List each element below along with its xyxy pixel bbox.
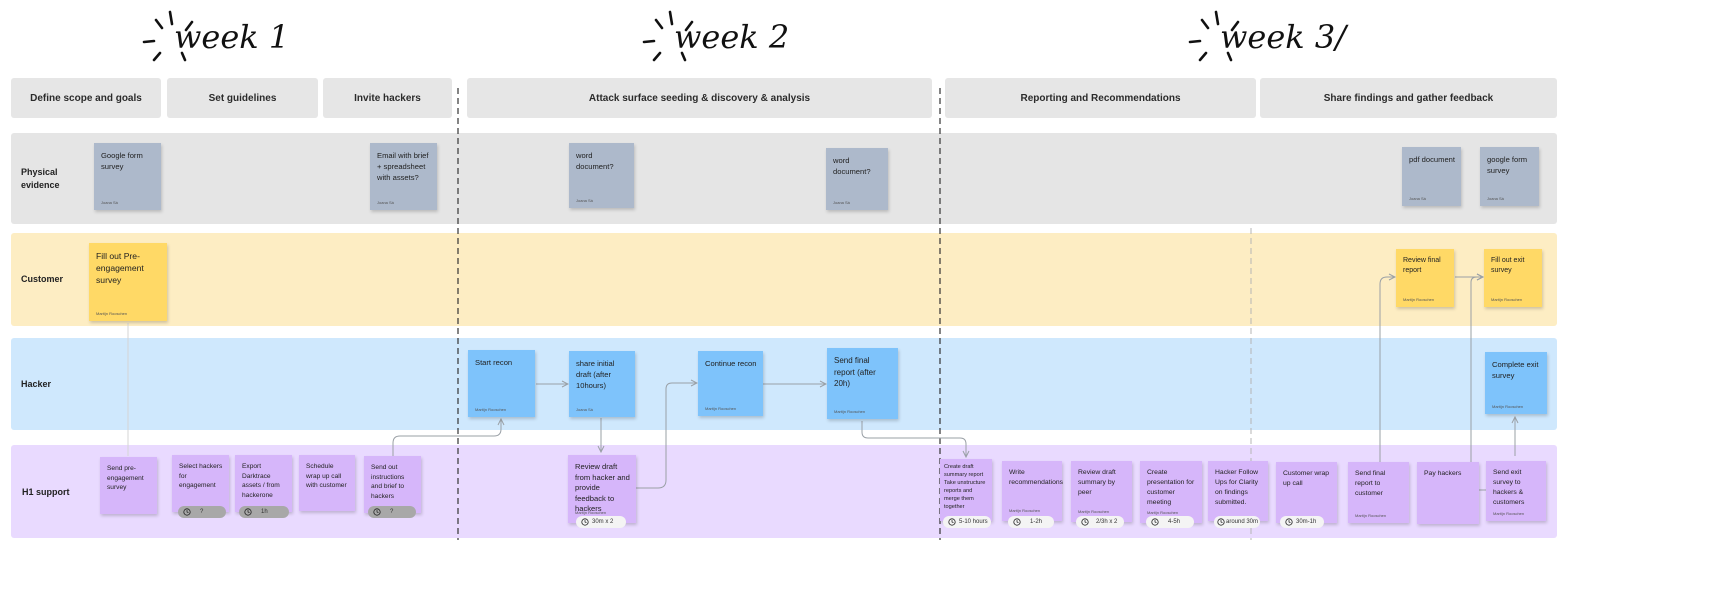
lane-label-hacker: Hacker (21, 379, 52, 389)
lane-physical-evidence (11, 133, 1557, 224)
sparkle-icon (642, 10, 694, 62)
time-badge: 30m x 2 (576, 516, 626, 528)
clock-icon (1217, 518, 1225, 526)
time-badge: 5-10 hours (943, 516, 991, 528)
note-select-hackers[interactable]: Select hackers for engagement (172, 455, 229, 512)
clock-icon (244, 508, 252, 516)
note-fill-out-pre-engagement[interactable]: Fill out Pre-engagement survey Martijn R… (89, 243, 167, 321)
note-send-final-report[interactable]: Send final report (after 20h) Martijn Ro… (827, 348, 898, 419)
clock-icon (1151, 518, 1159, 526)
time-badge: 1-2h (1008, 516, 1054, 528)
phase-define-scope: Define scope and goals (11, 78, 161, 118)
phase-attack-surface: Attack surface seeding & discovery & ana… (467, 78, 932, 118)
note-customer-wrap-up-call[interactable]: Customer wrap up call (1276, 462, 1337, 523)
time-badge: 1h (239, 506, 289, 518)
note-pdf-document[interactable]: pdf document Joana Sá (1402, 147, 1461, 206)
phase-set-guidelines: Set guidelines (167, 78, 318, 118)
note-export-darktrace[interactable]: Export Darktrace assets / from hackerone (235, 455, 292, 512)
lane-label-support: H1 support (22, 487, 70, 497)
note-review-final-report[interactable]: Review final report Martijn Rooschen (1396, 249, 1454, 307)
week-3-title: week 3/ (1220, 18, 1346, 56)
sparkle-icon (1188, 10, 1240, 62)
time-badge: 4-5h (1146, 516, 1194, 528)
note-fill-out-exit-survey[interactable]: Fill out exit survey Martijn Rooschen (1484, 249, 1542, 307)
note-email-brief[interactable]: Email with brief + spreadsheet with asse… (370, 143, 437, 210)
note-complete-exit-survey[interactable]: Complete exit survey Martijn Rooschen (1485, 352, 1547, 414)
lane-customer (11, 233, 1557, 326)
note-google-form-survey-exit[interactable]: google form survey Joana Sá (1480, 147, 1539, 206)
note-review-draft-summary[interactable]: Review draft summary by peer Martijn Roo… (1071, 461, 1132, 522)
clock-icon (183, 508, 191, 516)
note-google-form-survey[interactable]: Google form survey Joana Sá (94, 143, 161, 210)
note-continue-recon[interactable]: Continue recon Martijn Rooschen (698, 351, 763, 416)
time-badge: 2/3h x 2 (1076, 516, 1124, 528)
note-send-pre-engagement-survey[interactable]: Send pre-engagement survey (100, 457, 157, 514)
note-word-document-1[interactable]: word document? Joana Sá (569, 143, 634, 208)
note-send-final-report-to-customer[interactable]: Send final report to customer Martijn Ro… (1348, 462, 1409, 523)
time-badge: 30m-1h (1280, 516, 1324, 528)
clock-icon (1013, 518, 1021, 526)
lane-label-customer: Customer (21, 274, 64, 284)
clock-icon (1285, 518, 1293, 526)
lane-label-physical: Physical evidence (21, 167, 60, 190)
time-badge: ? (178, 506, 226, 518)
clock-icon (1081, 518, 1089, 526)
note-pay-hackers[interactable]: Pay hackers (1417, 462, 1479, 524)
note-schedule-wrap-up[interactable]: Schedule wrap up call with customer (299, 455, 355, 511)
clock-icon (581, 518, 589, 526)
phase-share-findings: Share findings and gather feedback (1260, 78, 1557, 118)
phase-reporting: Reporting and Recommendations (945, 78, 1256, 118)
note-create-draft-summary[interactable]: Create draft summary report Take unstruc… (940, 459, 992, 521)
note-send-out-instructions[interactable]: Send out instructions and brief to hacke… (364, 456, 421, 513)
note-hacker-follow-ups[interactable]: Hacker Follow Ups for Clarity on finding… (1208, 461, 1268, 521)
week-1-title: week 1 (174, 18, 290, 56)
note-start-recon[interactable]: Start recon Martijn Rooschen (468, 350, 535, 417)
note-word-document-2[interactable]: word document? Joana Sá (826, 148, 888, 210)
note-create-presentation[interactable]: Create presentation for customer meeting… (1140, 461, 1202, 523)
clock-icon (948, 518, 956, 526)
time-badge: around 30m (1214, 516, 1260, 528)
phase-invite-hackers: Invite hackers (323, 78, 452, 118)
clock-icon (373, 508, 381, 516)
note-send-exit-survey[interactable]: Send exit survey to hackers & customers … (1486, 461, 1546, 521)
note-share-initial-draft[interactable]: share initial draft (after 10hours) Joan… (569, 351, 635, 417)
note-review-draft-from-hacker[interactable]: Review draft from hacker and provide fee… (568, 455, 636, 523)
note-write-recommendations[interactable]: Write recommendations Martijn Rooschen (1002, 461, 1063, 521)
time-badge: ? (368, 506, 416, 518)
week-2-title: week 2 (674, 18, 790, 56)
sparkle-icon (142, 10, 194, 62)
